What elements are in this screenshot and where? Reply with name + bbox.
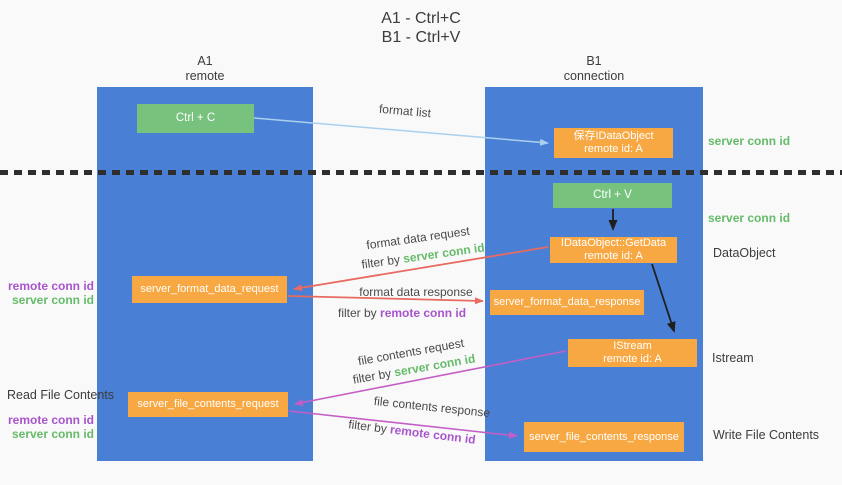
side-label-remote-conn-id-upper: remote conn id: [8, 279, 95, 293]
arrow-format-data-response: [287, 295, 484, 305]
side-label-dataobject: DataObject: [713, 246, 776, 260]
side-label-server-conn-id-upper: server conn id: [11, 293, 94, 307]
arrow-getdata-to-istream: [651, 263, 676, 333]
node-istream-line2: remote id: A: [603, 353, 662, 365]
node-istream-line1: IStream: [613, 340, 652, 352]
column-header-a1: A1 remote: [97, 54, 313, 84]
page-title-line1: A1 - Ctrl+C: [381, 10, 461, 27]
node-istream: IStream remote id: A: [568, 339, 697, 367]
page-title: A1 - Ctrl+C B1 - Ctrl+V: [321, 9, 521, 47]
page-title-line2: B1 - Ctrl+V: [381, 29, 461, 46]
side-label-istream: Istream: [712, 351, 754, 365]
column-a1-role: remote: [185, 69, 225, 83]
edge-label-format-data-response: format data response: [359, 285, 473, 299]
side-label-conn-ids-upper: remote conn id server conn id: [8, 279, 94, 307]
side-label-server-conn-id-lower: server conn id: [11, 427, 94, 441]
node-server-file-contents-request: server_file_contents_request: [128, 392, 288, 417]
node-idataobject-getdata: IDataObject::GetData remote id: A: [550, 237, 677, 263]
node-server-file-contents-response: server_file_contents_response: [524, 422, 684, 452]
node-idataobject-getdata-line1: IDataObject::GetData: [560, 237, 667, 249]
phase-separator-dashed-line: [0, 170, 842, 175]
node-ctrl-c-label: Ctrl + C: [175, 112, 216, 124]
node-server-format-data-response-label: server_format_data_response: [493, 296, 641, 308]
node-save-idataobject-line1: 保存IDataObject: [573, 130, 654, 142]
remote-conn-id-text: remote conn id: [380, 306, 467, 320]
side-label-read-file-contents: Read File Contents: [7, 388, 115, 402]
node-server-format-data-request-label: server_format_data_request: [140, 283, 279, 295]
edge-label-filter-by-remote-conn-id-1: filter by remote conn id: [338, 306, 466, 320]
column-b1-id: B1: [586, 54, 602, 68]
arrow-file-contents-request: [294, 350, 567, 406]
node-idataobject-getdata-line2: remote id: A: [584, 250, 643, 262]
node-server-file-contents-response-label: server_file_contents_response: [529, 430, 679, 443]
column-b1-role: connection: [563, 69, 625, 83]
side-label-server-conn-id-mid: server conn id: [708, 211, 791, 225]
node-ctrl-c: Ctrl + C: [137, 104, 254, 133]
node-server-format-data-request: server_format_data_request: [132, 276, 287, 303]
column-a1-id: A1: [197, 54, 213, 68]
side-label-write-file-contents: Write File Contents: [713, 428, 820, 442]
side-label-server-conn-id-top: server conn id: [708, 134, 791, 148]
side-label-remote-conn-id-lower: remote conn id: [8, 413, 95, 427]
side-label-conn-ids-lower: remote conn id server conn id: [8, 413, 94, 441]
arrow-format-data-request: [293, 246, 549, 292]
column-header-b1: B1 connection: [485, 54, 703, 84]
node-ctrl-v-label: Ctrl + V: [593, 189, 632, 201]
node-save-idataobject: 保存IDataObject remote id: A: [554, 128, 673, 158]
arrow-format-list: [253, 117, 549, 146]
arrow-file-contents-response: [288, 410, 518, 439]
node-server-file-contents-request-label: server_file_contents_request: [137, 398, 279, 410]
node-server-format-data-response: server_format_data_response: [490, 290, 644, 315]
filter-by-text: filter by: [338, 306, 377, 320]
node-ctrl-v: Ctrl + V: [553, 183, 672, 208]
node-save-idataobject-line2: remote id: A: [584, 143, 643, 155]
